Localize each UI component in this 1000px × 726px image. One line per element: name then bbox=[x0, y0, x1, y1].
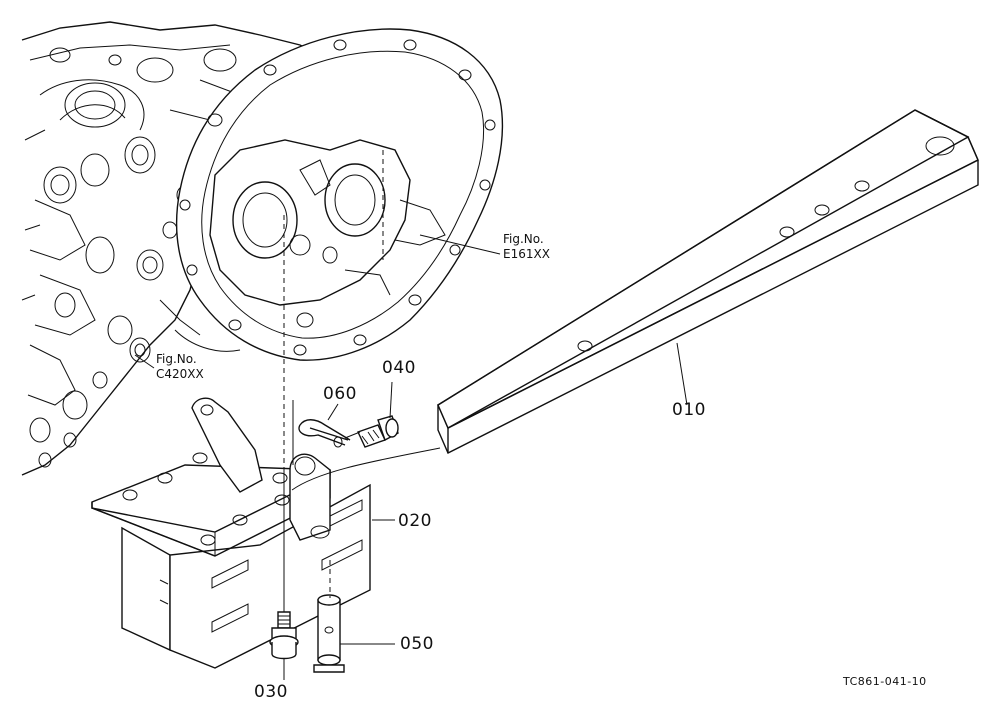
bolt-040 bbox=[357, 415, 399, 448]
fig-ref-e161: Fig.No. E161XX bbox=[503, 232, 550, 262]
part-label-050: 050 bbox=[400, 634, 434, 654]
part-label-030: 030 bbox=[254, 682, 288, 702]
part-label-040: 040 bbox=[382, 358, 416, 378]
engine-block bbox=[21, 21, 331, 476]
part-label-020: 020 bbox=[398, 511, 432, 531]
drawbar bbox=[437, 109, 979, 454]
part-label-060: 060 bbox=[323, 384, 357, 404]
fig-ref-line1: Fig.No. bbox=[156, 352, 197, 366]
hitch-bracket bbox=[91, 397, 371, 669]
bolt-030 bbox=[269, 611, 299, 660]
part-label-010: 010 bbox=[672, 400, 706, 420]
drawing-code: TC861-041-10 bbox=[843, 675, 927, 688]
pin-050 bbox=[313, 594, 345, 673]
fig-ref-c420: Fig.No. C420XX bbox=[156, 352, 204, 382]
leader-lines bbox=[134, 234, 688, 680]
assembly-lines bbox=[283, 150, 384, 612]
flywheel-housing bbox=[159, 28, 504, 361]
fig-ref-line2: C420XX bbox=[156, 367, 204, 381]
clip-pin-060 bbox=[298, 419, 351, 448]
fig-ref-line1: Fig.No. bbox=[503, 232, 544, 246]
fig-ref-line2: E161XX bbox=[503, 247, 550, 261]
